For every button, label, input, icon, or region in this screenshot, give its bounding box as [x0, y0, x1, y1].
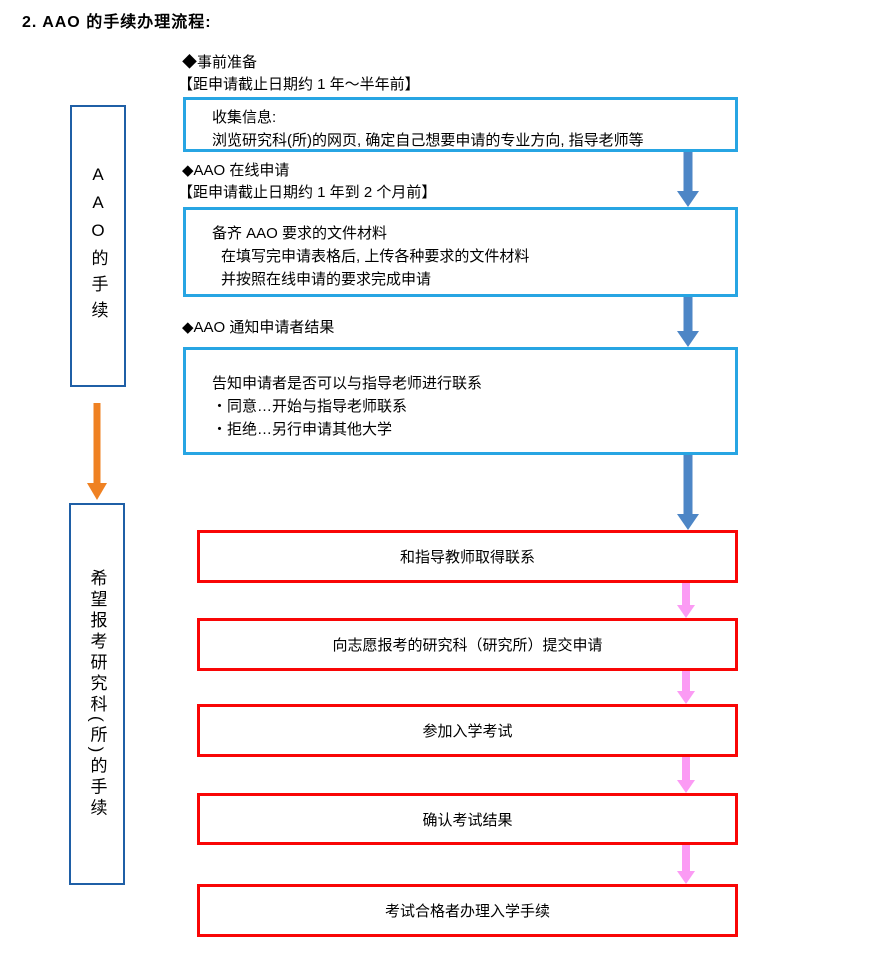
phase-box-aao-procedure: AAO的手续 [70, 105, 126, 387]
arrow-head [677, 691, 695, 704]
blue-down-arrow-icon [677, 297, 699, 347]
arrow-shaft [682, 757, 690, 780]
blue-box-collect-info: 收集信息: 浏览研究科(所)的网页, 确定自己想要申请的专业方向, 指导老师等 [183, 97, 738, 152]
blue-box-prepare-documents: 备齐 AAO 要求的文件材料 在填写完申请表格后, 上传各种要求的文件材料 并按… [183, 207, 738, 297]
pink-down-arrow-icon [677, 671, 695, 704]
arrow-head [677, 191, 699, 207]
blue-box-line: 收集信息: [212, 109, 277, 126]
red-box-label: 参加入学考试 [422, 723, 513, 740]
arrow-shaft [683, 152, 693, 191]
red-box-label: 考试合格者办理入学手续 [384, 903, 550, 920]
red-box-label: 确认考试结果 [422, 811, 513, 829]
blue-down-arrow-icon [677, 152, 699, 207]
step1-timing: 【距申请截止日期约 1 年～半年前】 [178, 76, 420, 93]
arrow-head [677, 514, 699, 530]
phase-box-applicant-procedure: 希望报考研究科(所)的手续 [69, 503, 125, 885]
step2-timing: 【距申请截止日期约 1 年到 2 个月前】 [178, 184, 437, 201]
pink-down-arrow-icon [677, 757, 695, 793]
arrow-shaft [683, 455, 693, 514]
arrow-shaft [683, 297, 693, 331]
red-box-label: 向志愿报考的研究科（研究所）提交申请 [332, 637, 603, 654]
blue-box-line: 在填写完申请表格后, 上传各种要求的文件材料 [221, 248, 530, 265]
step3-heading: ◆AAO 通知申请者结果 [182, 319, 335, 336]
step2-heading: ◆AAO 在线申请 [182, 162, 290, 179]
phase-box-aao-label: AAO的手续 [88, 165, 108, 327]
blue-box-line: 备齐 AAO 要求的文件材料 [212, 225, 388, 242]
arrow-head [87, 483, 107, 500]
arrow-shaft [682, 845, 690, 871]
red-box-submit-application: 向志愿报考的研究科（研究所）提交申请 [197, 618, 738, 671]
orange-down-arrow-icon [87, 403, 107, 500]
blue-box-line: 告知申请者是否可以与指导老师进行联系 [212, 375, 483, 392]
pink-down-arrow-icon [677, 583, 695, 618]
blue-box-line: 并按照在线申请的要求完成申请 [221, 271, 432, 288]
blue-box-notify-result: 告知申请者是否可以与指导老师进行联系 ・同意…开始与指导老师联系 ・拒绝…另行申… [183, 347, 738, 455]
phase-box-applicant-label: 希望报考研究科(所)的手续 [87, 568, 107, 820]
arrow-shaft [682, 671, 690, 691]
red-box-take-exam: 参加入学考试 [197, 704, 738, 757]
arrow-shaft [93, 403, 101, 483]
arrow-head [677, 331, 699, 347]
blue-box-line: ・拒绝…另行申请其他大学 [212, 421, 393, 438]
red-box-enrollment-procedure: 考试合格者办理入学手续 [197, 884, 738, 937]
red-box-contact-advisor: 和指导教师取得联系 [197, 530, 738, 583]
blue-box-line: ・同意…开始与指导老师联系 [212, 398, 408, 415]
blue-box-line: 浏览研究科(所)的网页, 确定自己想要申请的专业方向, 指导老师等 [212, 132, 644, 149]
page-title: 2. AAO 的手续办理流程: [22, 14, 212, 31]
arrow-head [677, 871, 695, 884]
arrow-shaft [682, 583, 690, 605]
blue-down-arrow-icon [677, 455, 699, 530]
red-box-label: 和指导教师取得联系 [399, 549, 535, 566]
step1-heading: ◆事前准备 [182, 54, 258, 71]
red-box-check-result: 确认考试结果 [197, 793, 738, 845]
pink-down-arrow-icon [677, 845, 695, 884]
arrow-head [677, 605, 695, 618]
arrow-head [677, 780, 695, 793]
